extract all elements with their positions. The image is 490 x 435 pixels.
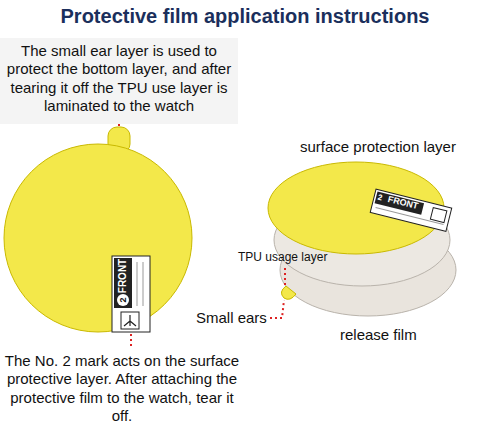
- surface-layer: [268, 162, 444, 254]
- leader-line: [130, 334, 132, 348]
- note: The No. 2 mark acts on the surface prote…: [2, 352, 242, 425]
- film-circle: [4, 144, 192, 332]
- part-name: surface protection layer: [300, 138, 456, 156]
- sticker-text: FRONT: [118, 259, 128, 293]
- title: Protective film application instructions: [0, 4, 490, 28]
- note-panel: [0, 38, 238, 124]
- front-sticker: [112, 256, 150, 332]
- front-sticker: [370, 189, 451, 231]
- leader-line: [284, 268, 286, 285]
- leader-line: [270, 300, 284, 318]
- part-name: Small ears: [196, 309, 267, 327]
- sticker-number: 2: [119, 297, 128, 302]
- small-ear: [281, 286, 296, 299]
- leader-line: [118, 124, 120, 126]
- part-name: TPU usage layer: [238, 250, 327, 265]
- part-name: release film: [340, 326, 417, 344]
- note: The small ear layer is used to protect t…: [4, 42, 234, 115]
